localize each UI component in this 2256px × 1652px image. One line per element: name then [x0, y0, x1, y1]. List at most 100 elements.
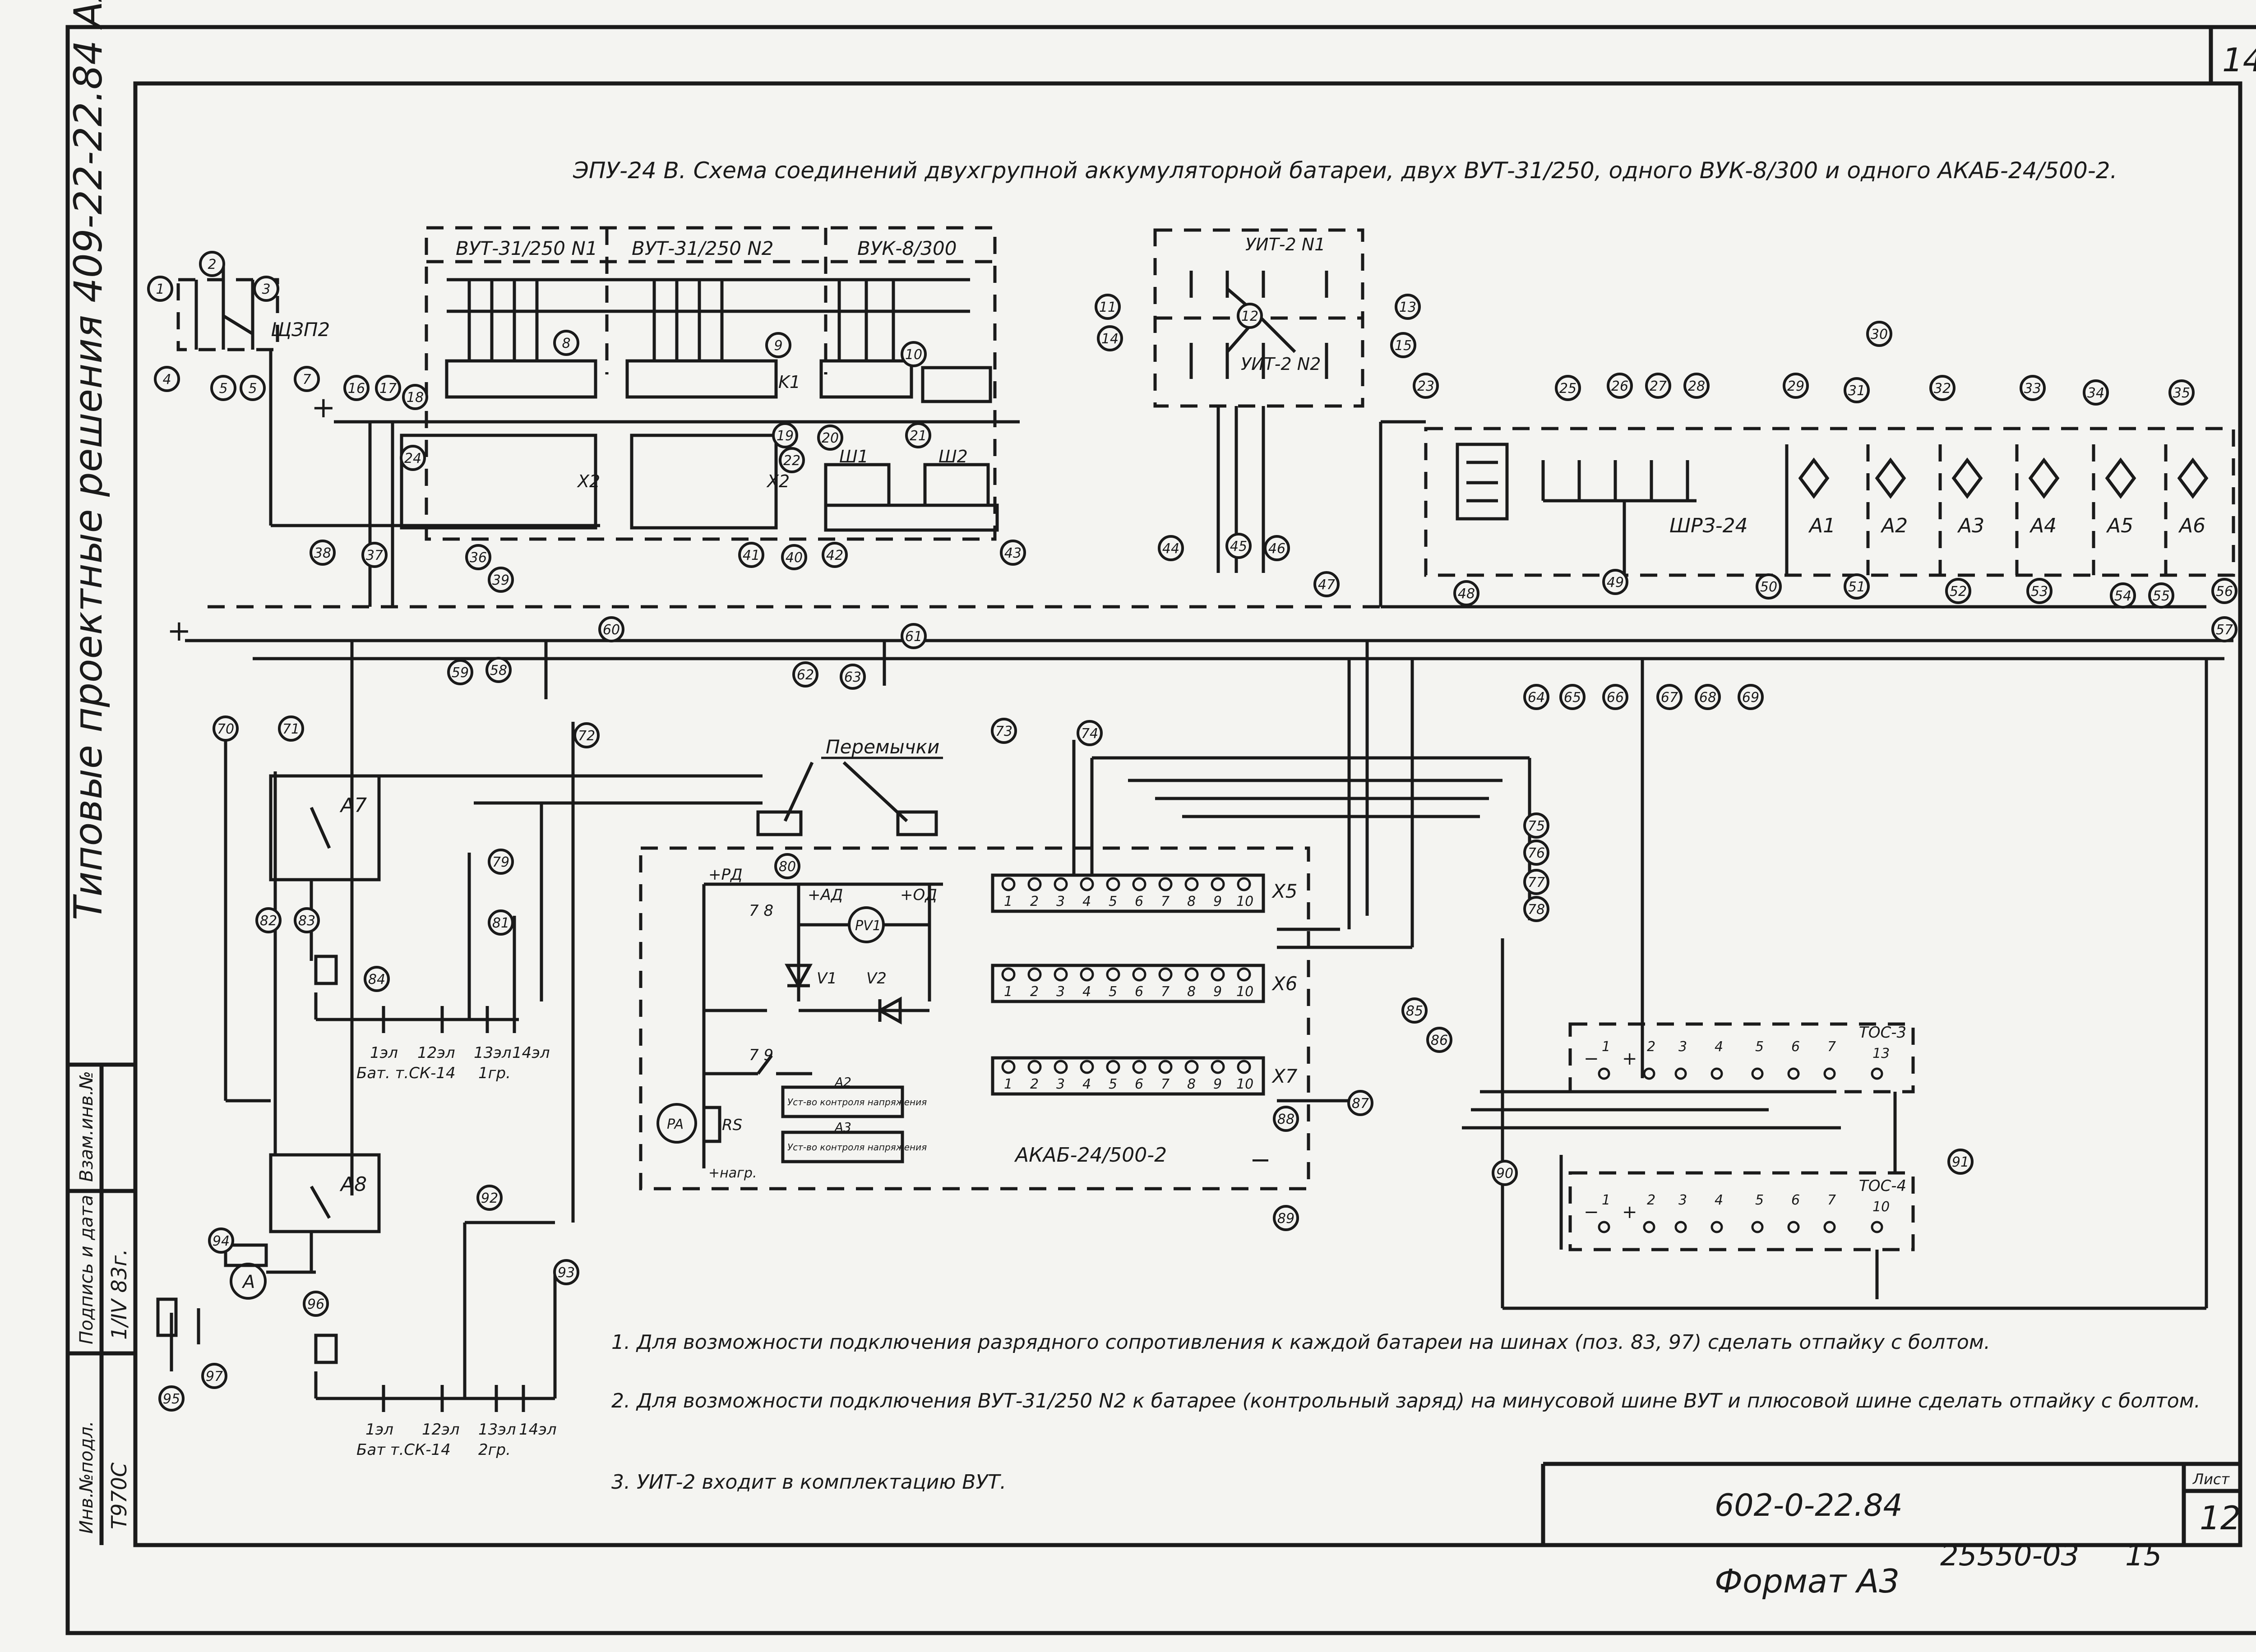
- cell14-label-g1: 14эл: [512, 1044, 550, 1062]
- position-marker-22: 22: [779, 447, 805, 473]
- svg-text:10: 10: [905, 347, 922, 363]
- vuk-label: ВУК-8/300: [857, 237, 957, 259]
- tos3-pins-pin: [1643, 1067, 1655, 1080]
- x5-pin-1: 1: [1004, 894, 1012, 909]
- svg-text:48: 48: [1458, 586, 1475, 602]
- svg-text:8: 8: [562, 336, 570, 351]
- svg-text:29: 29: [1787, 378, 1804, 394]
- position-marker-70: 70: [213, 715, 239, 742]
- svg-text:28: 28: [1688, 378, 1705, 394]
- akab-cabinet: АКАБ-24/500-2 X5 X6 X7 1 2 3 4 5 6 7 8 9…: [639, 846, 1310, 1191]
- position-marker-78: 78: [1523, 896, 1549, 922]
- position-marker-61: 61: [901, 623, 927, 649]
- shchzp-panel: ЩЗП2: [176, 266, 330, 351]
- k1-pins-label: 7 8: [749, 902, 773, 920]
- position-marker-67: 67: [1656, 684, 1683, 710]
- pin-row-x5-pin: [1211, 877, 1225, 891]
- cell1-label-g1: 1эл: [370, 1044, 398, 1062]
- svg-text:75: 75: [1528, 818, 1545, 834]
- position-marker-16: 16: [343, 375, 370, 401]
- position-marker-80: 80: [774, 853, 800, 879]
- svg-text:76: 76: [1528, 845, 1545, 861]
- svg-text:94: 94: [213, 1233, 230, 1249]
- position-marker-39: 39: [488, 567, 514, 593]
- tos3-label: ТОС-3: [1859, 1024, 1906, 1042]
- svg-text:7: 7: [302, 372, 311, 388]
- position-marker-54: 54: [2110, 582, 2136, 609]
- svg-text:74: 74: [1081, 726, 1098, 742]
- svg-text:13: 13: [1399, 300, 1416, 315]
- position-marker-51: 51: [1844, 573, 1870, 600]
- svg-text:46: 46: [1268, 541, 1285, 557]
- battery-group-2: А8 A 1эл 12эл 13эл 14эл Бат т.СК-14 2гр.: [156, 1153, 557, 1459]
- sh2-label: Ш2: [938, 447, 968, 466]
- svg-text:53: 53: [2031, 584, 2048, 600]
- svg-text:77: 77: [1528, 875, 1545, 891]
- position-marker-26: 26: [1607, 373, 1633, 399]
- position-marker-59: 59: [447, 659, 473, 685]
- tos3-pin-2: 2: [1647, 1039, 1655, 1055]
- position-marker-72: 72: [573, 722, 600, 748]
- position-marker-57: 57: [2211, 616, 2238, 642]
- x6-pin-1: 1: [1004, 984, 1012, 1000]
- sh1-label: Ш1: [839, 447, 869, 466]
- tos3-pin-7: 7: [1827, 1039, 1836, 1055]
- position-marker-8: 8: [553, 330, 579, 356]
- svg-text:79: 79: [492, 854, 509, 870]
- x5-pin-4: 4: [1082, 894, 1091, 909]
- pin-row-x7-pin: [1211, 1060, 1225, 1074]
- notes: 1. Для возможности подключения разрядног…: [611, 1331, 2201, 1494]
- position-marker-3: 3: [253, 276, 279, 302]
- position-marker-85: 85: [1401, 997, 1428, 1024]
- svg-text:60: 60: [603, 622, 620, 638]
- rs-label: RS: [722, 1116, 742, 1134]
- svg-text:41: 41: [743, 548, 760, 563]
- v2-label: V2: [866, 969, 887, 988]
- x2-label-1: X2: [577, 471, 600, 491]
- svg-text:68: 68: [1699, 690, 1716, 706]
- pin-row-x6-pin: [1158, 967, 1173, 982]
- x7-pin-1: 1: [1004, 1076, 1012, 1092]
- position-marker-21: 21: [905, 422, 931, 448]
- position-marker-92: 92: [476, 1185, 503, 1211]
- position-marker-11: 11: [1095, 294, 1121, 320]
- group2-type: Бат т.СК-14: [356, 1441, 451, 1459]
- position-marker-17: 17: [375, 375, 401, 401]
- jumpers-group: Перемычки: [756, 736, 943, 836]
- svg-text:47: 47: [1318, 577, 1335, 593]
- svg-text:90: 90: [1496, 1166, 1513, 1181]
- svg-text:83: 83: [298, 913, 315, 929]
- plus-ad-label: +АД: [808, 886, 843, 904]
- x6-pin-2: 2: [1030, 984, 1039, 1000]
- position-marker-5: 5: [210, 375, 236, 401]
- group2-num: 2гр.: [478, 1441, 511, 1459]
- svg-text:12: 12: [1241, 309, 1258, 324]
- svg-text:93: 93: [558, 1265, 575, 1281]
- position-marker-46: 46: [1264, 535, 1290, 561]
- x5-label: X5: [1271, 880, 1298, 902]
- sheet-number: 12: [2200, 1499, 2241, 1537]
- cell13-label-g2: 13эл: [478, 1421, 516, 1439]
- position-marker-83: 83: [294, 907, 320, 933]
- position-marker-44: 44: [1158, 535, 1184, 561]
- svg-text:14: 14: [1101, 331, 1119, 347]
- x6-pin-4: 4: [1082, 984, 1091, 1000]
- pin-row-x5-pin: [1001, 877, 1016, 891]
- left-stamp: Инв.№подл. T970C Подпись и дата 1/IV 83г…: [68, 1062, 135, 1545]
- position-marker-74: 74: [1077, 720, 1103, 746]
- position-marker-49: 49: [1602, 569, 1628, 595]
- svg-text:20: 20: [822, 430, 839, 446]
- svg-text:54: 54: [2114, 588, 2131, 604]
- position-marker-12: 12: [1237, 303, 1263, 329]
- k1-label: K1: [778, 372, 800, 392]
- position-marker-86: 86: [1426, 1027, 1452, 1053]
- ammeter-a: A: [241, 1272, 255, 1292]
- tos4-pin-minus: −: [1584, 1202, 1599, 1223]
- x7-pin-7: 7: [1161, 1076, 1170, 1092]
- stamp-header-sign: Подпись и дата: [76, 1195, 97, 1344]
- position-marker-47: 47: [1313, 571, 1340, 597]
- a5-label: А5: [2106, 514, 2133, 537]
- x6-pin-7: 7: [1161, 984, 1170, 1000]
- vut1-label: ВУТ-31/250 N1: [456, 237, 597, 259]
